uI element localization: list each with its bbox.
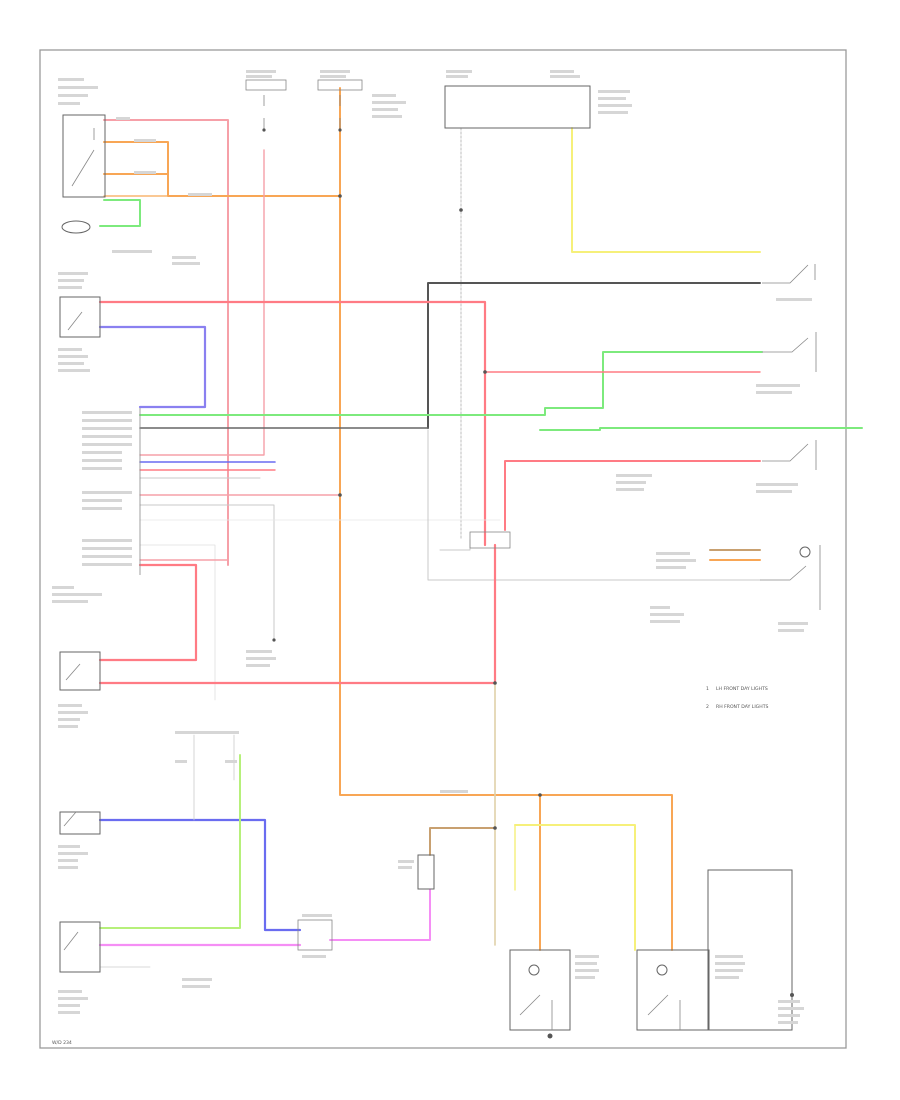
components bbox=[59, 79, 821, 1039]
lamp-box-left bbox=[509, 949, 571, 1031]
legend-text-2: RH FRONT DAY LIGHTS bbox=[716, 704, 769, 710]
legend-num-1: 1 bbox=[706, 686, 709, 692]
center-connector bbox=[469, 531, 511, 549]
rf-door-switch bbox=[762, 440, 817, 470]
fuse-block-1 bbox=[245, 79, 287, 91]
legend: 1 LH FRONT DAY LIGHTS 2 RH FRONT DAY LIG… bbox=[706, 686, 769, 710]
diagram-frame bbox=[39, 49, 847, 1049]
legend-text-1: LH FRONT DAY LIGHTS bbox=[716, 686, 768, 692]
key-switch bbox=[762, 264, 816, 284]
top-right-module bbox=[444, 85, 591, 129]
control-module-box bbox=[62, 114, 106, 198]
bottom-left-connector bbox=[297, 919, 333, 951]
fine-labels bbox=[52, 70, 812, 1024]
lr-door-switch-box bbox=[59, 811, 101, 835]
lr-door-switch2-box bbox=[59, 921, 101, 973]
ground-box bbox=[707, 869, 793, 1031]
lf-door-switch-box bbox=[59, 651, 101, 691]
hood-switch bbox=[760, 545, 821, 610]
relay-block bbox=[417, 854, 435, 890]
lamp-box-right bbox=[636, 949, 710, 1031]
rr-door-switch bbox=[762, 332, 817, 372]
fuse-block-2 bbox=[317, 79, 363, 91]
diagram-footer-code: W/D 234 bbox=[52, 1040, 72, 1046]
sensor bbox=[61, 220, 91, 234]
legend-num-2: 2 bbox=[706, 704, 709, 710]
wires bbox=[98, 87, 863, 991]
left-door-switch-box bbox=[59, 296, 101, 338]
